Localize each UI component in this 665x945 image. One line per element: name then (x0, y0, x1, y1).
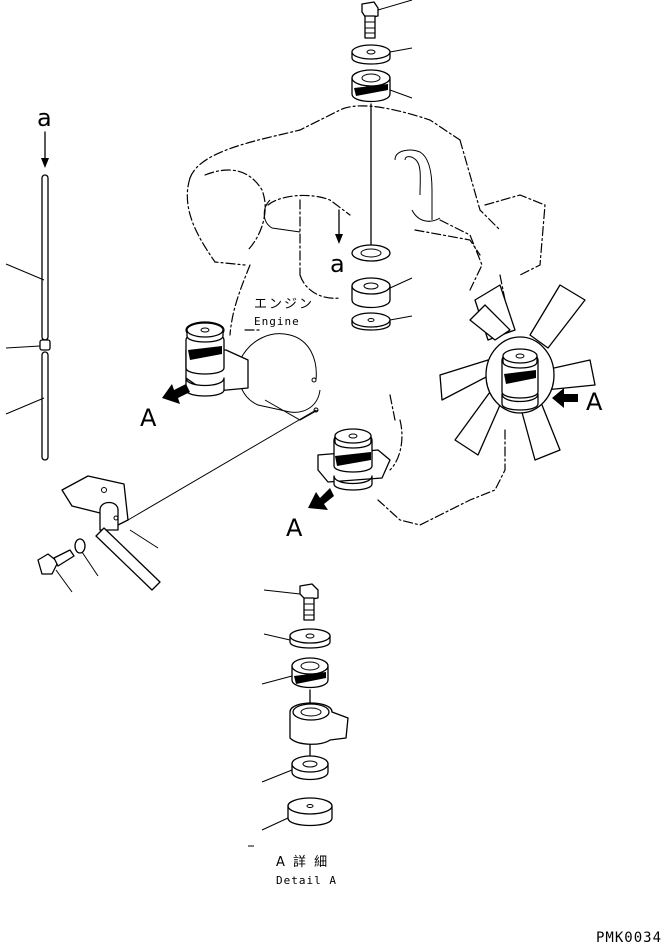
ref-arrow-a-top-head (41, 158, 49, 168)
label-engine-jp: エンジン (254, 297, 314, 312)
leader-top-rubber (389, 89, 413, 99)
engine-mount-center (317, 428, 391, 491)
middle-rubber-cushion (351, 277, 391, 309)
label-detail-en: Detail A (276, 874, 337, 887)
detail-washer (289, 628, 331, 649)
rod-joint (39, 339, 51, 351)
bracket-washer (74, 538, 86, 554)
leader-upper-rod (5, 263, 45, 281)
leader-detail-rubber-upper (261, 675, 293, 685)
arrow-left-view (162, 384, 190, 404)
leader-detail-cup (261, 817, 289, 831)
engine-mount-left (185, 321, 249, 397)
control-rod-assembly (5, 131, 51, 461)
middle-washer-upper (351, 244, 391, 262)
label-view-a-right: A (586, 388, 603, 416)
leader-middle-washer (389, 315, 413, 321)
engine-outline (186, 105, 546, 526)
detail-cup-washer (287, 797, 333, 827)
leader-detail-rubber-lower (261, 769, 293, 783)
top-bolt (361, 1, 379, 39)
detail-rubber-upper (291, 657, 329, 689)
lower-rod (41, 351, 49, 461)
top-rubber-cushion (351, 69, 391, 103)
engine-mount-right (501, 348, 539, 411)
leader-detail-bolt (263, 589, 301, 595)
leader-bracket-washer (81, 551, 99, 577)
leader-top-bolt (377, 0, 413, 11)
detail-rubber-lower (291, 755, 329, 781)
leader-bracket-bolt (55, 569, 73, 593)
arrow-bottom-view (308, 488, 334, 510)
top-mount-stack (351, 0, 413, 249)
leader-detail-washer (263, 633, 291, 641)
bracket-bolt (37, 549, 75, 575)
lever-arm (95, 527, 161, 591)
detail-a-stack (248, 583, 349, 847)
detail-bolt (299, 583, 319, 621)
leader-bracket (129, 529, 159, 549)
leader-middle-rubber (389, 277, 413, 289)
label-view-a-left: A (140, 404, 157, 432)
label-ref-a-middle: a (330, 250, 345, 278)
leader-rod-joint (5, 345, 41, 349)
label-ref-a-top: a (37, 104, 52, 132)
leader-top-washer (389, 47, 413, 53)
label-detail-jp: A 詳 細 (276, 854, 329, 870)
label-view-a-bottom: A (286, 514, 303, 542)
detail-bracket (289, 702, 349, 745)
arrow-right-view (552, 388, 578, 408)
top-washer (351, 44, 391, 65)
bracket-assembly (37, 407, 319, 593)
ref-arrow-a-middle (335, 209, 343, 244)
link-line (127, 409, 317, 521)
upper-rod (41, 174, 49, 341)
label-engine-en: Engine (254, 315, 300, 328)
drawing-code: PMK0034 (596, 930, 662, 945)
leader-lower-rod (5, 397, 45, 415)
middle-mount-stack (351, 244, 413, 331)
middle-washer-lower (351, 312, 391, 331)
